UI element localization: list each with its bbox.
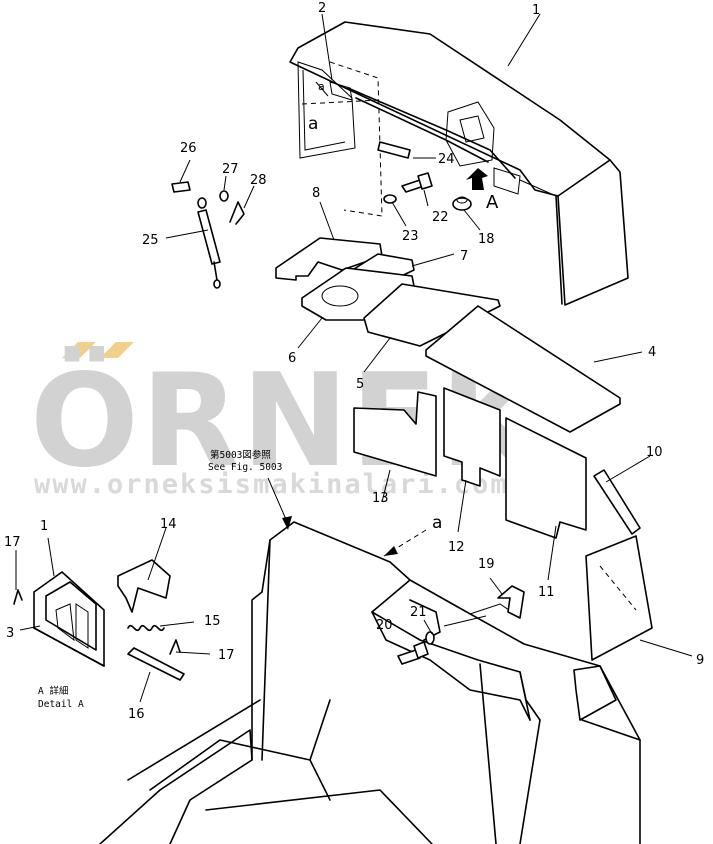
part-27-washer [219,190,229,202]
part-19-bracket [497,585,525,619]
callout-labels: 1 2 24 22 23 18 26 27 28 25 8 7 6 5 4 10… [4,1,704,722]
part-9-pad [585,535,653,661]
callout-2: 2 [318,1,326,16]
part-4-pad [425,305,621,433]
callout-1-detail: 1 [40,519,48,534]
detail-a-note-jp: A 詳細 [38,685,68,697]
part-16-pin [127,647,185,681]
ref-a-top: a [308,114,318,134]
view-arrow-a [466,168,488,190]
see-fig-note-en: See Fig. 5003 [208,462,282,473]
part-12-pad [443,387,501,487]
part-24-pin [377,141,411,159]
callout-18: 18 [478,232,495,247]
callout-22: 22 [432,210,449,225]
see-fig-note-jp: 第5003図参照 [210,449,271,461]
part-8-pad [275,237,383,281]
leader-lines [15,13,693,703]
part-14-latch-lever [117,559,171,613]
callout-21: 21 [410,605,427,620]
callout-15: 15 [204,614,221,629]
callout-25: 25 [142,233,159,248]
callout-19: 19 [478,557,495,572]
part-25-gas-spring [197,197,221,289]
part-23-washer [383,194,397,204]
callout-24: 24 [438,152,455,167]
callout-16: 16 [128,707,145,722]
callout-7: 7 [460,249,468,264]
see-fig-arrow [267,477,292,530]
callout-6: 6 [288,351,296,366]
detail-a-note-en: Detail A [38,699,84,710]
callout-23: 23 [402,229,419,244]
part-17-clip-upper [13,589,23,605]
watermark-accent-right [100,342,134,358]
part-1-cover [289,21,629,306]
part-17-clip-lower [169,639,181,655]
watermark-accent-left [62,342,96,358]
callout-27: 27 [222,162,239,177]
part-26-bolt [171,181,191,193]
callout-20: 20 [376,618,393,633]
detail-a-latch [33,571,105,667]
view-label-a: A [486,192,499,213]
part-10-pad [593,469,641,535]
part-15-spring [127,624,165,632]
part-20-bolt [397,641,429,665]
ref-a-hatch-top: a [318,80,325,93]
part-13-pad [353,391,437,477]
callout-3: 3 [6,626,14,641]
part-5-pad [363,283,501,347]
part-18-cushion [452,196,472,211]
part-28-clip [229,201,245,225]
callout-28: 28 [250,173,267,188]
callout-1-top: 1 [532,3,540,18]
ref-a-bottom: a [432,513,442,533]
callout-4: 4 [648,345,656,360]
watermark-url: www.orneksismakinalari.com.tr [34,469,563,500]
callout-14: 14 [160,517,177,532]
part-11-pad [505,417,587,539]
ref-a-bottom-arrow [383,529,427,557]
callout-5: 5 [356,377,364,392]
callout-13: 13 [372,491,389,506]
part-22-bolt [401,172,433,193]
callout-10: 10 [646,445,663,460]
machine-body [99,521,641,844]
part-21-washer [425,631,435,645]
callout-9: 9 [696,653,704,668]
callout-12: 12 [448,540,465,555]
callout-11: 11 [538,585,555,600]
callout-26: 26 [180,141,197,156]
callout-17-upper: 17 [4,535,21,550]
callout-17-lower: 17 [218,648,235,663]
callout-8: 8 [312,186,320,201]
